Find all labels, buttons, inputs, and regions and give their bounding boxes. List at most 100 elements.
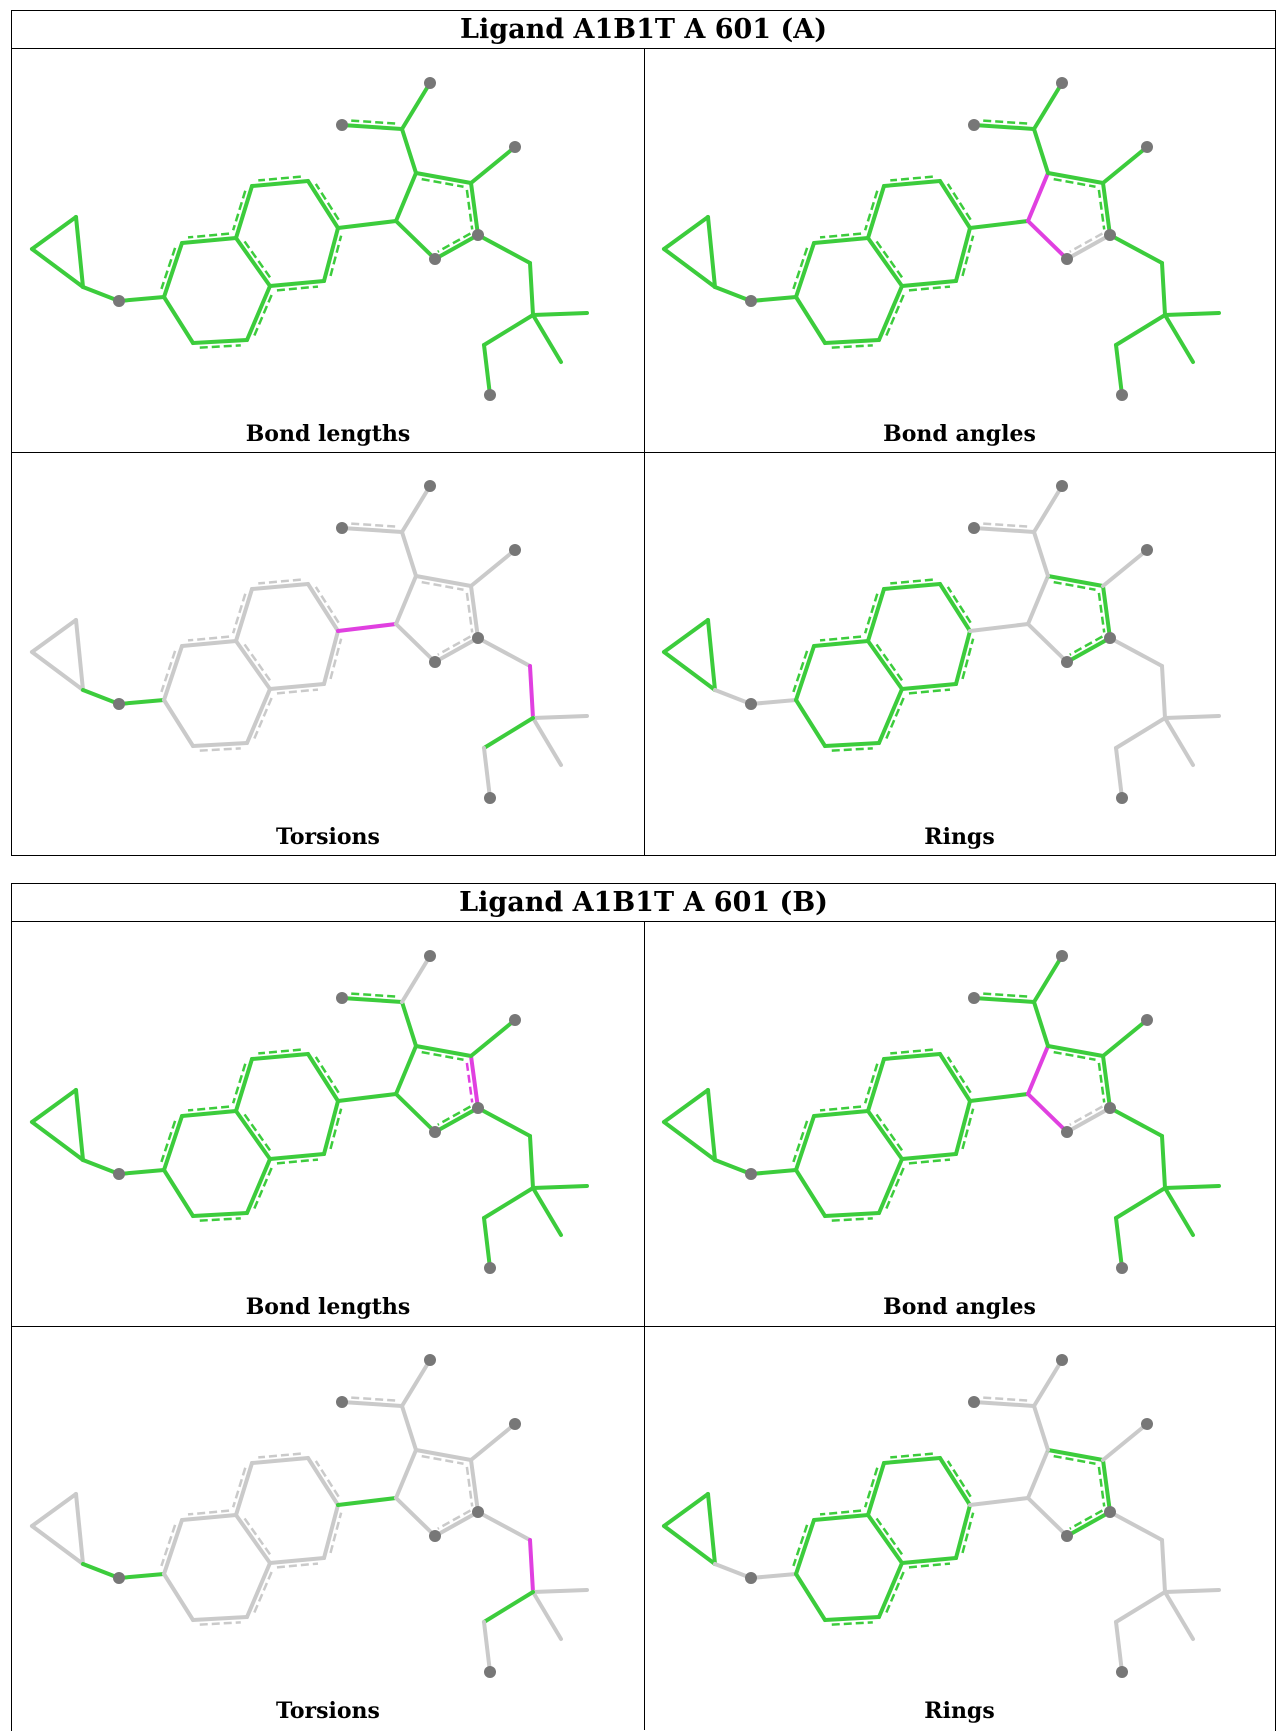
bond-b3 <box>713 1562 753 1580</box>
bond-b10 <box>823 1211 881 1218</box>
atom-c4 <box>472 229 484 241</box>
molecule-diagram <box>30 77 589 401</box>
atom-c4 <box>1104 632 1116 644</box>
bond-b7 <box>1032 530 1050 578</box>
atom-m2 <box>336 522 348 534</box>
atom-m2 <box>336 1396 348 1408</box>
bond-b17-inner <box>314 1460 340 1498</box>
bond-b21 <box>1046 574 1105 588</box>
bond-b10-inner <box>831 344 873 349</box>
bond-b21-inner <box>1053 177 1096 188</box>
bond-b16-inner <box>961 638 975 680</box>
bond-b20-inner <box>863 190 879 231</box>
atom-o1 <box>745 295 757 307</box>
table-title: Ligand A1B1T A 601 (B) <box>12 884 1275 922</box>
atom-o1 <box>745 1572 757 1584</box>
bond-b10 <box>823 338 881 345</box>
bond-b11-inner <box>885 293 905 336</box>
bond-b29 <box>1160 664 1167 720</box>
bond-b26 <box>1108 636 1164 668</box>
atom-m3 <box>424 950 436 962</box>
bond-b10-inner <box>199 747 241 752</box>
bond-b18 <box>336 622 398 633</box>
bond-b30 <box>482 1186 535 1220</box>
bond-b11 <box>245 1157 272 1215</box>
bond-b10 <box>191 338 249 345</box>
bond-b0 <box>30 215 78 251</box>
atom-m4 <box>1141 544 1153 556</box>
bond-b2 <box>662 247 717 289</box>
bond-b8-inner <box>981 119 1028 125</box>
bond-b24 <box>1032 954 1064 1004</box>
bond-b22 <box>469 181 480 237</box>
bond-b7 <box>1032 127 1050 175</box>
atom-m3 <box>424 480 436 492</box>
panel-caption: Bond lengths <box>245 421 411 447</box>
atom-c5 <box>1061 253 1073 265</box>
bond-b23 <box>433 1106 480 1134</box>
bond-b13 <box>180 1513 238 1522</box>
bond-b5 <box>794 698 827 748</box>
bond-b20 <box>234 1057 254 1113</box>
atom-c4 <box>1104 229 1116 241</box>
atom-t6 <box>1116 792 1128 804</box>
bond-b6 <box>394 1448 418 1500</box>
bond-b0 <box>30 1492 78 1528</box>
bond-b11-inner <box>885 696 905 739</box>
bond-b26 <box>476 233 532 265</box>
bond-b19-inner <box>258 175 301 182</box>
bond-b29 <box>1160 261 1167 317</box>
bond-b13 <box>180 236 238 245</box>
bond-b20 <box>866 1057 886 1113</box>
bond-b25 <box>469 145 517 185</box>
atom-c5 <box>429 253 441 265</box>
molecule-diagram <box>662 480 1221 804</box>
bond-b5 <box>162 698 195 748</box>
bond-b23-inner <box>1069 635 1104 656</box>
bond-b17 <box>306 1052 340 1103</box>
bond-b15-inner <box>908 688 951 695</box>
bond-b28 <box>1163 1186 1195 1237</box>
bond-b23-inner <box>1069 1105 1104 1126</box>
bond-b12-inner <box>243 240 272 279</box>
bond-b20 <box>866 587 886 643</box>
atom-t6 <box>1116 1262 1128 1274</box>
atom-m4 <box>509 141 521 153</box>
atom-m4 <box>509 544 521 556</box>
bond-b14-inner <box>160 1524 177 1567</box>
bond-b19 <box>250 179 310 188</box>
bond-b22 <box>1101 584 1112 640</box>
bond-b16-inner <box>329 1108 343 1150</box>
bond-b4 <box>749 1572 798 1580</box>
bond-b17 <box>938 582 972 633</box>
atom-m4 <box>509 1014 521 1026</box>
bond-b17-inner <box>314 183 340 221</box>
bond-b3 <box>81 688 121 706</box>
bond-b27 <box>1163 1588 1221 1594</box>
bond-b10-inner <box>199 1621 241 1626</box>
bond-b20 <box>234 587 254 643</box>
bond-b8 <box>972 1400 1036 1408</box>
bond-b2 <box>30 1524 85 1566</box>
bond-b22-inner <box>465 592 474 633</box>
bond-b21 <box>414 171 473 185</box>
bond-b13-inner <box>187 1509 230 1516</box>
bond-b31 <box>482 1216 492 1270</box>
bond-b0 <box>662 215 710 251</box>
bond-b14-inner <box>792 1524 809 1567</box>
bond-b29 <box>528 1538 535 1594</box>
bond-b27 <box>1163 1184 1221 1190</box>
bond-b2 <box>662 1120 717 1162</box>
bond-b11 <box>245 284 272 342</box>
bond-b13-inner <box>819 635 862 642</box>
bond-b12 <box>234 236 272 288</box>
bond-b14 <box>162 644 184 702</box>
panel-caption: Bond lengths <box>245 1294 411 1320</box>
bond-b3 <box>713 285 753 303</box>
bond-b5 <box>162 1168 195 1218</box>
bond-b17-inner <box>946 183 972 221</box>
bond-b19 <box>882 582 942 591</box>
bond-b8 <box>972 996 1036 1004</box>
bond-b30 <box>1114 716 1167 750</box>
bond-b24 <box>400 81 432 131</box>
